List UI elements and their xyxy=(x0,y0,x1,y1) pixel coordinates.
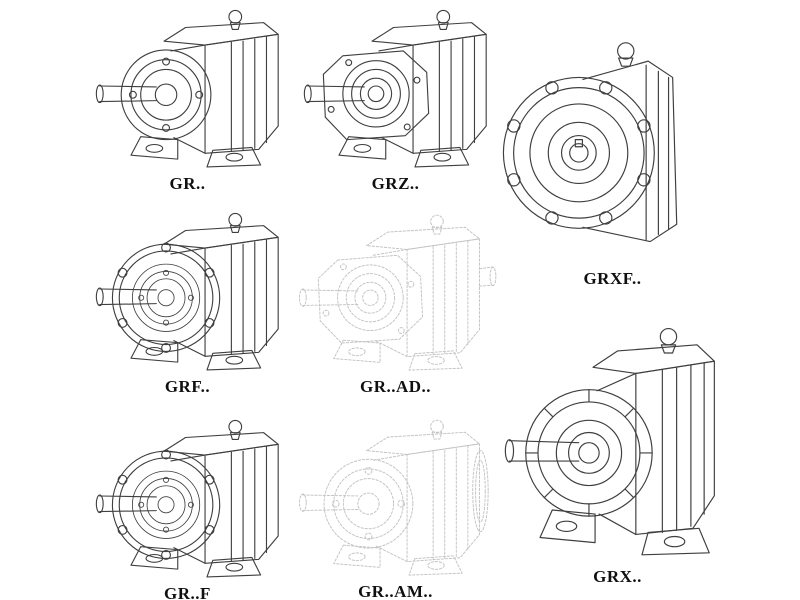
gearbox-drawing-gr-am xyxy=(298,419,489,576)
gear-housing xyxy=(298,419,480,576)
figure-label-grx: GRX.. xyxy=(593,567,642,586)
bearing-cover-face xyxy=(131,470,201,539)
mounting-foot xyxy=(641,527,710,556)
figure-label-grxf: GRXF.. xyxy=(583,269,642,288)
bearing-cover-face xyxy=(120,49,212,141)
gearbox-drawing-grz xyxy=(303,9,487,168)
figure-grf: GRF.. xyxy=(90,205,285,397)
gearbox-drawing-grf xyxy=(95,212,279,371)
mounting-foot xyxy=(539,509,596,544)
output-flange xyxy=(111,242,221,353)
gearbox-drawing-gr-f xyxy=(95,419,279,578)
figure-label-grz: GRZ.. xyxy=(371,174,420,193)
bearing-cover-face xyxy=(131,263,201,332)
eyebolt xyxy=(617,42,635,60)
bearing-cover-face xyxy=(323,458,414,549)
figure-label-gr-ad: GR..AD.. xyxy=(359,377,432,396)
input-adapter-shaft xyxy=(478,266,494,287)
figure-gr-am: GR..AM.. xyxy=(293,412,498,600)
radial-ribs xyxy=(525,389,653,517)
eyebolt xyxy=(659,327,678,346)
gearbox-drawing-grxf xyxy=(502,42,678,243)
gear-housing xyxy=(298,214,480,371)
figure-label-grf: GRF.. xyxy=(164,377,211,396)
figure-label-gr-am: GR..AM.. xyxy=(358,582,433,600)
figure-grxf: GRXF.. xyxy=(495,2,730,289)
gear-housing xyxy=(303,9,487,168)
figure-gr: GR.. xyxy=(90,2,285,194)
figure-gr-f: GR..F xyxy=(90,412,285,600)
gearbox-drawing-gr-ad xyxy=(298,214,497,371)
gearbox-drawing-gr xyxy=(95,9,279,168)
shaft-keyway xyxy=(574,139,584,148)
figure-grx: GRX.. xyxy=(495,300,740,587)
figure-label-gr: GR.. xyxy=(169,174,206,193)
figure-gr-ad: GR..AD.. xyxy=(293,207,498,397)
output-shaft xyxy=(508,440,580,462)
gearbox-drawing-grx xyxy=(504,327,715,556)
output-flange xyxy=(111,449,221,560)
gear-housing xyxy=(95,9,279,168)
motor-adapter-flange xyxy=(472,450,489,533)
figure-grz: GRZ.. xyxy=(298,2,493,194)
figure-label-gr-f: GR..F xyxy=(164,584,211,600)
